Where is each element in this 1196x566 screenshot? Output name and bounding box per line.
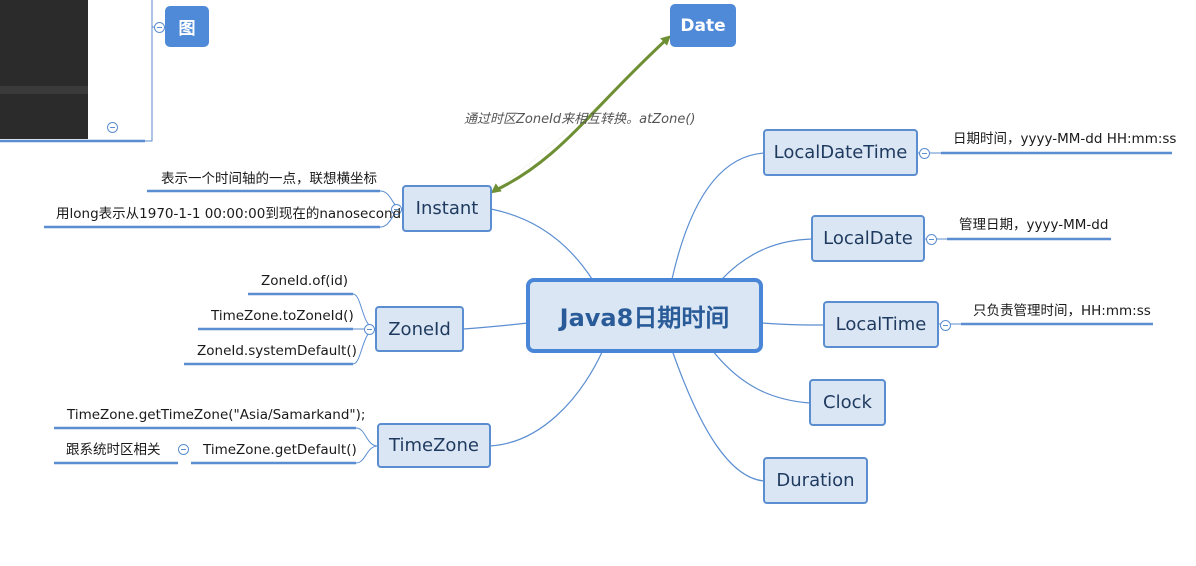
localdate-note: 管理日期，yyyy-MM-dd (959, 217, 1109, 233)
instant-note-1: 表示一个时间轴的一点，联想横坐标 (161, 171, 377, 187)
collapse-toggle-image[interactable] (107, 122, 118, 133)
localdatetime-node[interactable]: LocalDateTime (763, 129, 918, 176)
collapse-toggle-image-label[interactable] (154, 22, 165, 33)
collapse-toggle-localdate[interactable] (926, 234, 937, 245)
root-topic[interactable]: Java8日期时间 (526, 278, 763, 353)
duration-node[interactable]: Duration (763, 457, 868, 504)
collapse-toggle-timezone-default[interactable] (178, 444, 189, 455)
instant-node[interactable]: Instant (402, 185, 492, 232)
timezone-node[interactable]: TimeZone (377, 423, 491, 468)
zoneid-note-2: TimeZone.toZoneId() (211, 308, 354, 324)
collapse-toggle-instant[interactable] (391, 204, 402, 215)
embedded-screenshot (0, 0, 88, 139)
clock-node[interactable]: Clock (809, 379, 886, 426)
timezone-sub-note: 跟系统时区相关 (66, 442, 161, 458)
localtime-note: 只负责管理时间，HH:mm:ss (973, 303, 1151, 319)
zoneid-note-1: ZoneId.of(id) (261, 273, 349, 289)
instant-note-2: 用long表示从1970-1-1 00:00:00到现在的nanosecond (56, 206, 402, 222)
localdatetime-note: 日期时间，yyyy-MM-dd HH:mm:ss (953, 131, 1177, 147)
collapse-toggle-localdatetime[interactable] (919, 148, 930, 159)
relation-label[interactable]: 通过时区ZoneId来相互转换。atZone() (464, 112, 696, 127)
image-topic-node[interactable]: 图 (165, 6, 209, 47)
timezone-note-1: TimeZone.getTimeZone("Asia/Samarkand"); (67, 407, 366, 423)
date-topic-node[interactable]: Date (670, 4, 736, 47)
timezone-note-2: TimeZone.getDefault() (203, 442, 357, 458)
collapse-toggle-localtime[interactable] (940, 320, 951, 331)
collapse-toggle-zoneid[interactable] (364, 324, 375, 335)
localtime-node[interactable]: LocalTime (823, 301, 939, 348)
localdate-node[interactable]: LocalDate (811, 215, 925, 262)
zoneid-note-3: ZoneId.systemDefault() (197, 343, 357, 359)
zoneid-node[interactable]: ZoneId (375, 306, 464, 352)
